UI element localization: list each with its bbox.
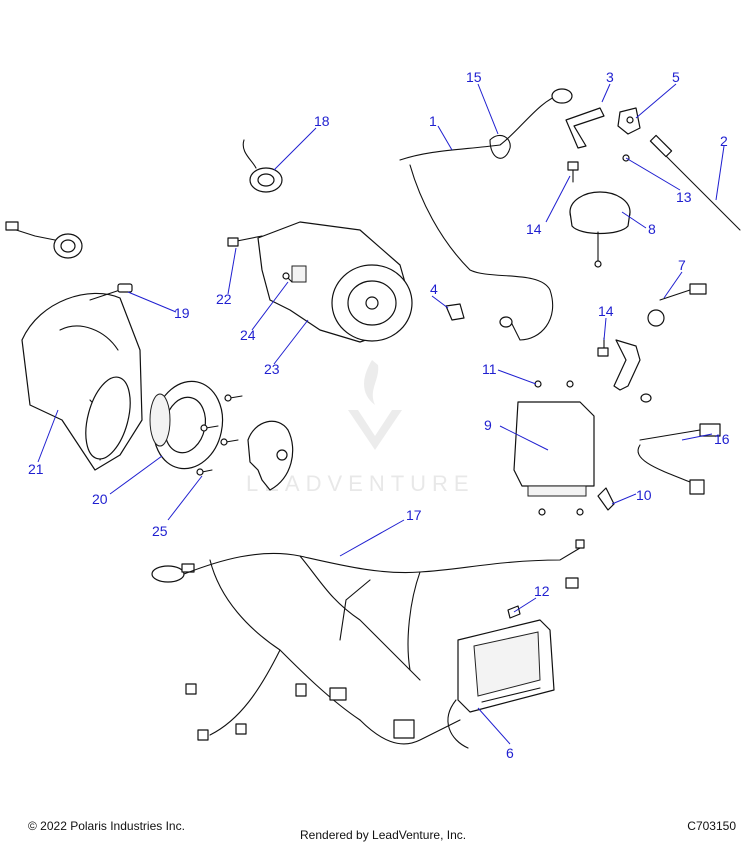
footer-copyright: © 2022 Polaris Industries Inc. xyxy=(28,819,185,833)
callout-4: 4 xyxy=(430,281,438,297)
callout-19: 19 xyxy=(174,305,190,321)
callout-8: 8 xyxy=(648,221,656,237)
callout-12: 12 xyxy=(534,583,550,599)
part-antenna xyxy=(649,134,741,231)
part-bolt-14a xyxy=(567,161,579,183)
callout-7: 7 xyxy=(678,257,686,273)
callout-16: 16 xyxy=(714,431,730,447)
part-screws xyxy=(196,394,243,476)
part-speaker-housing xyxy=(227,221,413,343)
callout-23: 23 xyxy=(264,361,280,377)
part-grommet xyxy=(242,139,283,193)
callout-11: 11 xyxy=(482,361,497,377)
part-clip-4 xyxy=(445,303,465,321)
callout-1: 1 xyxy=(429,113,437,129)
callout-3: 3 xyxy=(606,69,614,85)
callout-20: 20 xyxy=(92,491,108,507)
callout-18: 18 xyxy=(314,113,330,129)
callout-14b: 14 xyxy=(598,303,614,319)
part-bracket-3 xyxy=(565,107,605,149)
part-cable-1 xyxy=(399,88,573,341)
part-control-module xyxy=(513,380,595,516)
part-speaker-pod xyxy=(21,292,143,471)
part-bracket-10 xyxy=(597,487,615,511)
leader-lines xyxy=(37,83,725,745)
callout-14a: 14 xyxy=(526,221,542,237)
part-harness-7 xyxy=(647,283,707,327)
callout-10: 10 xyxy=(636,487,652,503)
callout-17: 17 xyxy=(406,507,422,523)
part-speaker-wire xyxy=(89,283,133,301)
callout-13: 13 xyxy=(676,189,692,205)
callout-15: 15 xyxy=(466,69,482,85)
part-gps-puck xyxy=(569,191,631,268)
callout-21: 21 xyxy=(28,461,44,477)
part-main-harness xyxy=(151,539,585,745)
part-display xyxy=(447,619,555,749)
callout-5: 5 xyxy=(672,69,680,85)
callout-22: 22 xyxy=(216,291,232,307)
part-mount-5 xyxy=(617,107,641,135)
part-connector-left xyxy=(5,221,83,259)
footer-rendered-by: Rendered by LeadVenture, Inc. xyxy=(300,828,467,842)
callout-6: 6 xyxy=(506,745,514,761)
callout-labels: 1 2 3 4 5 6 7 8 9 10 11 12 13 14 14 15 1… xyxy=(28,69,730,761)
part-bolt-14b xyxy=(597,337,652,403)
callout-25: 25 xyxy=(152,523,168,539)
callout-9: 9 xyxy=(484,417,492,433)
callout-24: 24 xyxy=(240,327,256,343)
part-bolt-24 xyxy=(282,272,293,283)
part-harness-16 xyxy=(637,423,721,495)
part-grille xyxy=(247,420,294,491)
part-speaker xyxy=(149,380,224,470)
footer-diagram-code: C703150 xyxy=(687,819,736,833)
callout-2: 2 xyxy=(720,133,728,149)
